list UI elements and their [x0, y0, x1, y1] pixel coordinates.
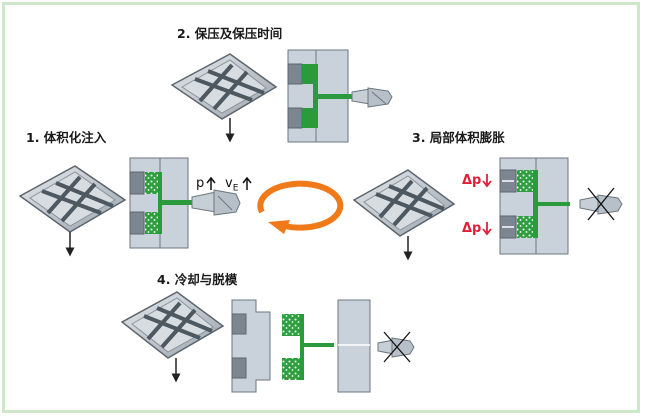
tray-part-1	[18, 165, 127, 257]
delta-p-bottom-label: Δp	[462, 221, 482, 236]
velocity-label: vE	[225, 176, 238, 194]
velocity-symbol: v	[225, 176, 233, 191]
step-2-title: 2. 保压及保压时间	[177, 26, 283, 41]
step-4-title: 4. 冷却与脱模	[157, 272, 238, 287]
tray-part-2	[170, 53, 278, 143]
delta-p-top-label: Δp	[462, 173, 482, 188]
tray-part-4	[120, 291, 225, 383]
step-1-title: 1. 体积化注入	[26, 130, 107, 145]
tray-part-3	[352, 169, 456, 261]
step-3-title: 3. 局部体积膨胀	[412, 130, 505, 145]
dp-down-arrow-bottom-icon	[482, 222, 492, 236]
mold-section-2	[287, 49, 393, 143]
velocity-subscript: E	[232, 183, 239, 194]
cycle-arrow	[257, 180, 344, 234]
p-up-arrow-icon	[206, 176, 216, 190]
mold-section-4	[231, 299, 415, 393]
pressure-label: p	[196, 176, 205, 191]
mold-section-3	[499, 157, 623, 255]
v-up-arrow-icon	[242, 176, 252, 190]
dp-down-arrow-top-icon	[482, 174, 492, 188]
mold-section-1	[129, 157, 241, 249]
